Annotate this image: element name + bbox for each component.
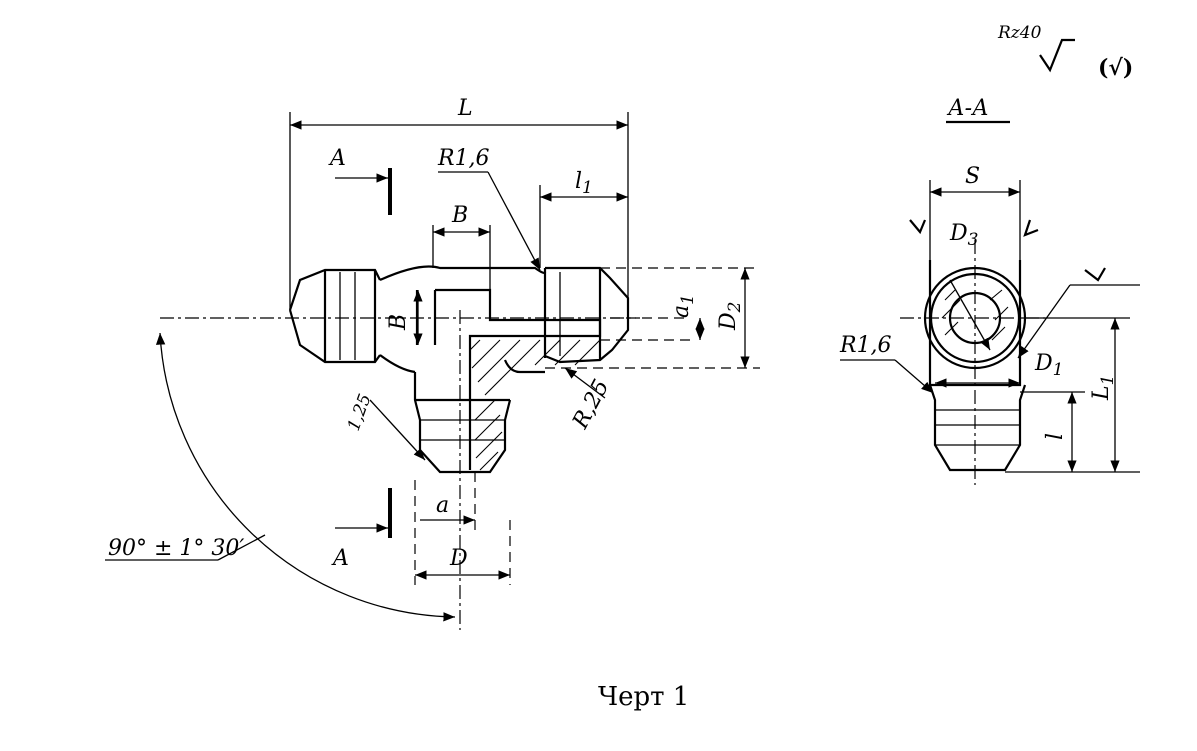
- dim-a-label: a: [436, 493, 449, 518]
- radius-right-label: R,25: [568, 376, 615, 434]
- dim-B-side-label: B: [386, 314, 411, 331]
- dim-L-label: L: [457, 96, 473, 121]
- section-hatching: [469, 339, 601, 471]
- dim-l-label: l: [1043, 433, 1068, 440]
- section-view: [840, 180, 1140, 485]
- cut-mark-top-label: A: [328, 146, 346, 171]
- cut-mark-bottom-label: A: [331, 546, 349, 571]
- surface-finish-symbol: Rz40 (√): [997, 23, 1133, 81]
- radius-top-label: R1,6: [437, 146, 490, 171]
- section-title: А-А: [946, 96, 989, 121]
- dim-D-label: D: [449, 546, 468, 571]
- dim-a1-label: a1: [669, 294, 698, 318]
- tee-front-view: [105, 112, 760, 630]
- roughness-other-label: (√): [1098, 55, 1133, 81]
- dim-D2-label: D2: [716, 302, 745, 331]
- dim-L1-label: L1: [1089, 375, 1118, 401]
- dim-D3-label: D3: [949, 221, 978, 250]
- angle-tolerance-label: 90° ± 1° 30′: [108, 536, 244, 561]
- dim-D1-label: D1: [1034, 351, 1063, 380]
- dim-l1-label: l1: [575, 169, 593, 198]
- dim-S-label: S: [965, 164, 980, 189]
- section-radius-label: R1,6: [839, 333, 892, 358]
- roughness-label: Rz40: [997, 23, 1042, 43]
- radius-left-label: 1,25: [344, 391, 376, 433]
- dim-B-top-label: B: [451, 203, 468, 228]
- figure-caption: Черт 1: [598, 682, 689, 712]
